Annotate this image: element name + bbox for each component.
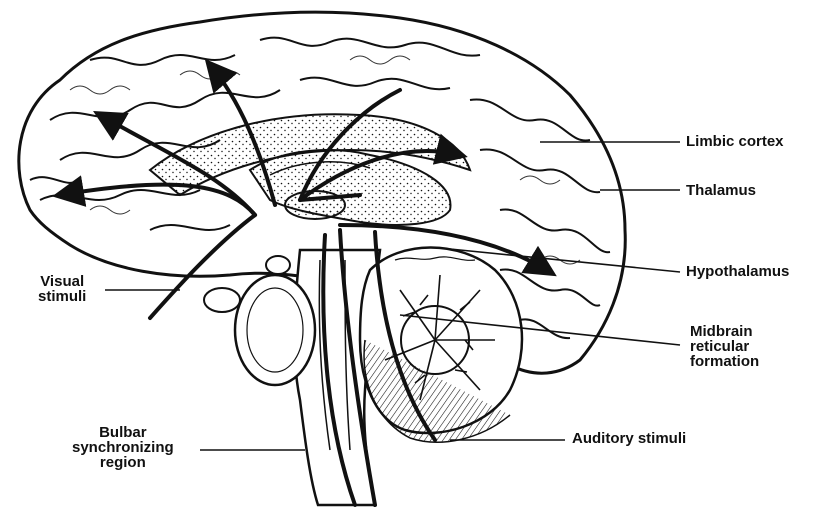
label-line: Midbrain: [690, 324, 759, 339]
label-line: Visual: [38, 274, 86, 289]
label-line: synchronizing: [72, 440, 174, 455]
label-line: formation: [690, 354, 759, 369]
label-line: region: [72, 455, 174, 470]
label-auditory-stimuli: Auditory stimuli: [572, 431, 686, 446]
pituitary: [204, 288, 240, 312]
label-bulbar-synchronizing-region: Bulbar synchronizing region: [72, 425, 174, 470]
label-hypothalamus: Hypothalamus: [686, 264, 789, 279]
label-thalamus: Thalamus: [686, 183, 756, 198]
label-line: reticular: [690, 339, 759, 354]
label-limbic-cortex: Limbic cortex: [686, 134, 784, 149]
label-line: Bulbar: [72, 425, 174, 440]
label-midbrain-reticular-formation: Midbrain reticular formation: [690, 324, 759, 369]
label-visual-stimuli: Visual stimuli: [38, 274, 86, 304]
label-line: stimuli: [38, 289, 86, 304]
